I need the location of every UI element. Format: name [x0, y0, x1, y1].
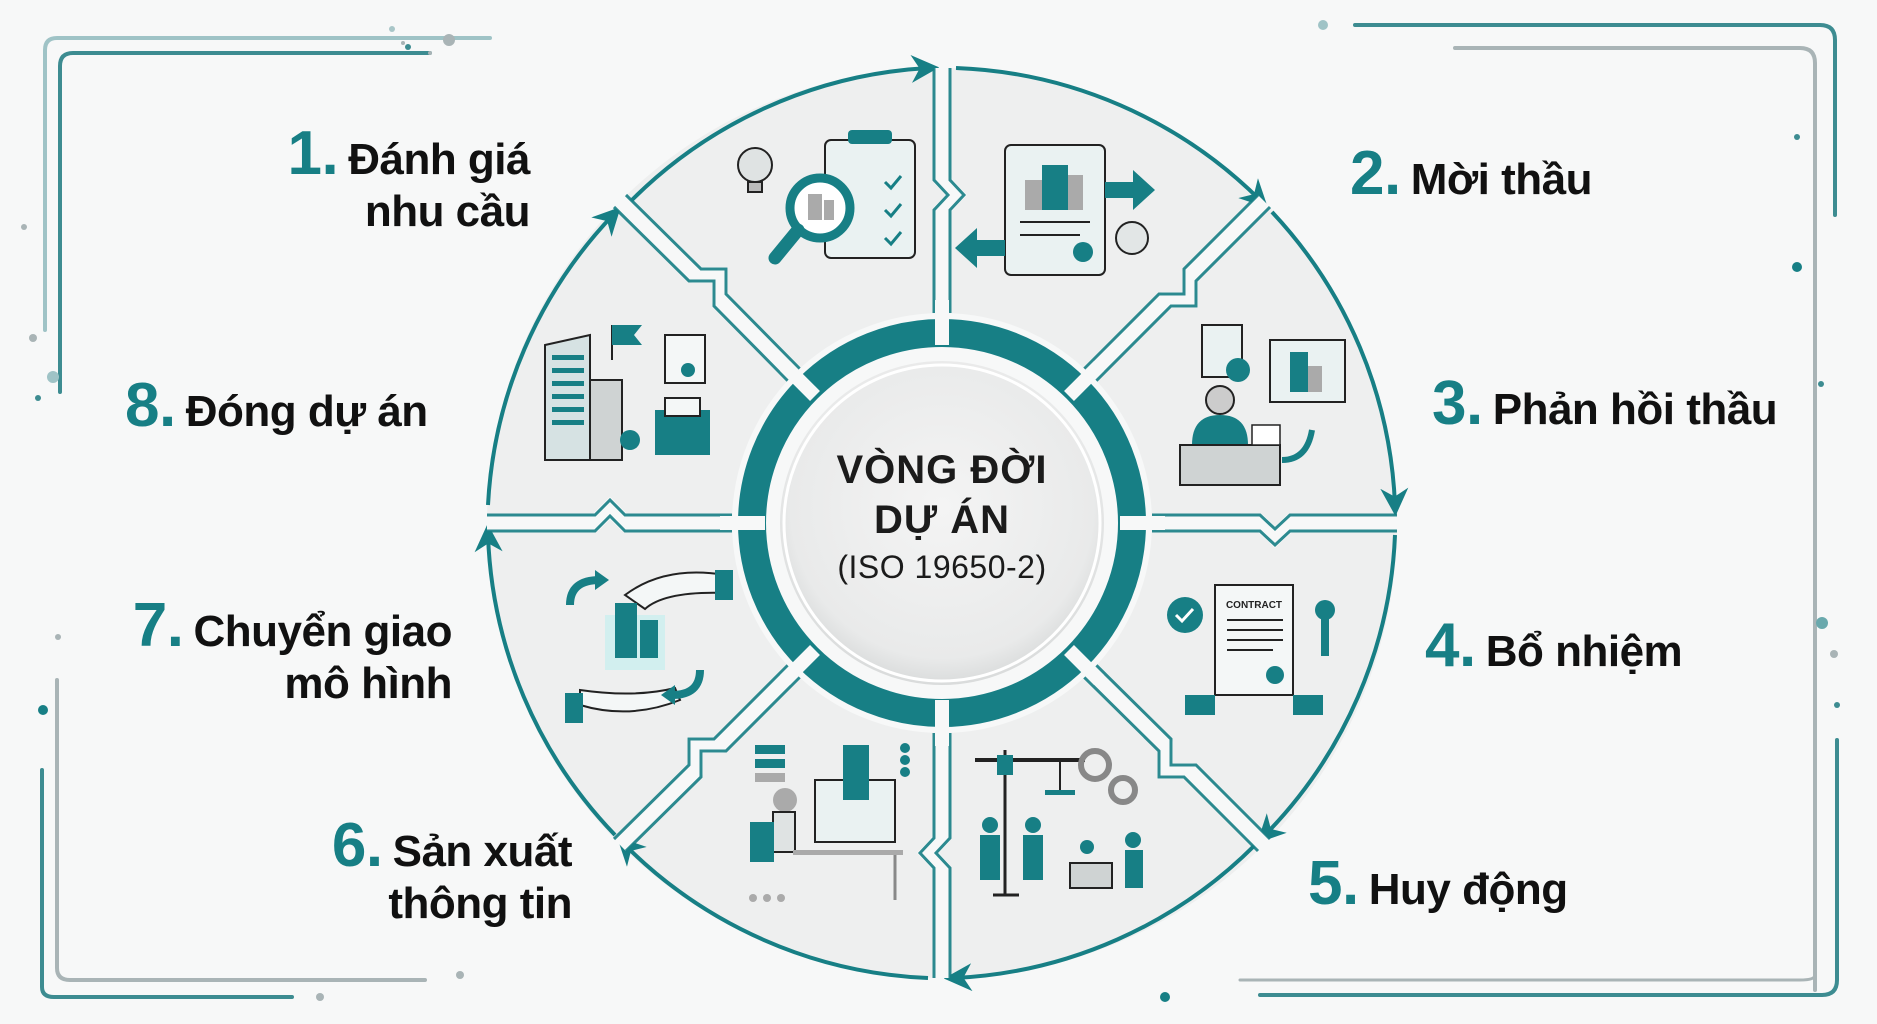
- model-handover-hands-icon: [565, 570, 733, 723]
- information-production-computer-icon: [749, 743, 910, 902]
- stage-title: Sản xuất: [392, 827, 573, 876]
- stage-number: 5.: [1308, 849, 1359, 918]
- stage-title: Đánh giá: [348, 135, 530, 184]
- project-close-building-archive-icon: [544, 325, 710, 461]
- stage-title: Huy động: [1368, 865, 1568, 914]
- stage-label-8: 8.Đóng dự án: [125, 375, 428, 438]
- stage-number: 4.: [1425, 611, 1476, 680]
- stage-label-1: 1.Đánh giá nhu cầu: [240, 123, 531, 238]
- stage-number: 6.: [331, 811, 383, 880]
- center-title-line2: DỰ ÁN: [874, 498, 1010, 542]
- stage-number: 1.: [287, 119, 339, 188]
- tender-invitation-document-icon: [955, 144, 1155, 276]
- stage-title: Mời thầu: [1410, 155, 1593, 204]
- mobilization-construction-crew-icon: [975, 748, 1143, 897]
- stage-title: Bổ nhiệm: [1485, 627, 1683, 676]
- center-title-line1: VÒNG ĐỜI: [836, 448, 1048, 492]
- stage-title-line2: mô hình: [284, 659, 452, 708]
- stage-label-5: 5.Huy động: [1308, 853, 1568, 916]
- center-hub: [780, 361, 1104, 685]
- stage-number: 3.: [1432, 369, 1483, 438]
- stage-title: Đóng dự án: [185, 387, 428, 436]
- stage-title: Phản hồi thầu: [1492, 385, 1778, 434]
- stage-label-6: 6.Sản xuất thông tin: [260, 815, 573, 930]
- center-hub-text: VÒNG ĐỜI DỰ ÁN (ISO 19650-2): [782, 445, 1102, 589]
- stage-title-line2: nhu cầu: [364, 187, 531, 236]
- center-subtitle: (ISO 19650-2): [837, 549, 1047, 585]
- appointment-contract-icon: CONTRACT: [1167, 584, 1335, 715]
- stage-label-3: 3.Phản hồi thầu: [1432, 373, 1778, 436]
- tender-response-desk-icon: [1179, 324, 1346, 486]
- decorative-frame: [40, 23, 1839, 999]
- stage-label-2: 2.Mời thầu: [1350, 143, 1593, 206]
- lifecycle-wheel: [474, 54, 1409, 992]
- decorative-dots: [21, 20, 1840, 1002]
- stage-label-4: 4.Bổ nhiệm: [1425, 615, 1683, 678]
- stage-label-7: 7.Chuyển giao mô hình: [100, 595, 453, 710]
- stage-number: 8.: [125, 371, 176, 440]
- contract-icon-label: CONTRACT: [1226, 600, 1282, 611]
- stage-title: Chuyển giao: [193, 607, 452, 656]
- needs-assessment-clipboard-magnifier-icon: [737, 130, 916, 265]
- stage-title-line2: thông tin: [388, 879, 572, 928]
- stage-number: 7.: [132, 591, 184, 660]
- stage-number: 2.: [1350, 139, 1401, 208]
